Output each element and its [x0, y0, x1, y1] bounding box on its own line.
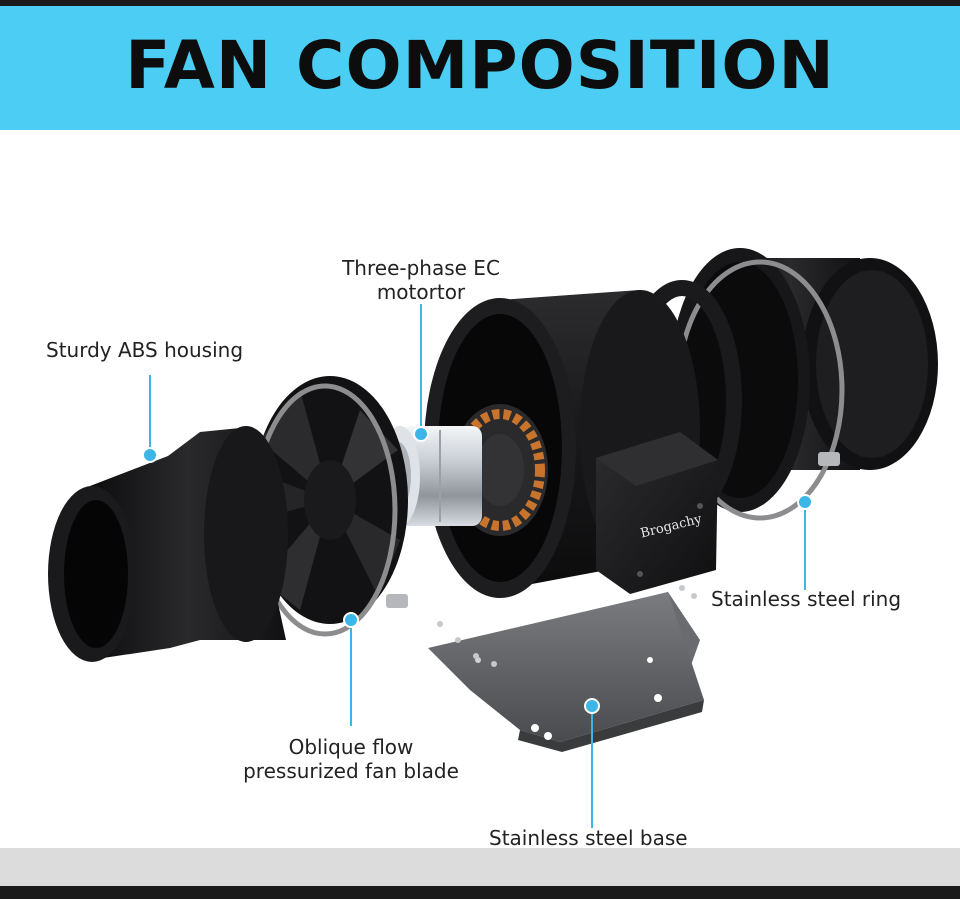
label-blade-line1: Oblique flow: [288, 735, 414, 759]
screws: [437, 585, 697, 667]
label-blade: Oblique flow pressurized fan blade: [226, 735, 476, 783]
abs-housing: [48, 426, 288, 662]
control-box: [596, 432, 718, 594]
callout-dot-blade: [343, 612, 359, 628]
label-motor-line2: motortor: [376, 280, 466, 304]
callout-dot-base: [584, 698, 600, 714]
label-motor-line1: Three-phase EC: [342, 256, 500, 280]
title-banner: FAN COMPOSITION: [0, 6, 960, 130]
label-blade-line2: pressurized fan blade: [243, 759, 459, 783]
callout-dot-motor: [413, 426, 429, 442]
label-housing: Sturdy ABS housing: [46, 338, 244, 362]
top-bar: [0, 0, 960, 6]
bottom-bar: [0, 886, 960, 899]
stainless-steel-base: [428, 592, 704, 752]
ring-clamp-left: [386, 594, 408, 608]
label-motor: Three-phase EC motortor: [321, 256, 521, 304]
ring-clamp-right: [818, 452, 840, 466]
label-base: Stainless steel base: [489, 826, 688, 850]
page-title: FAN COMPOSITION: [125, 26, 835, 104]
callout-dot-ring: [797, 494, 813, 510]
bottom-strip: [0, 848, 960, 886]
callout-dot-housing: [142, 447, 158, 463]
label-ring: Stainless steel ring: [711, 587, 902, 611]
